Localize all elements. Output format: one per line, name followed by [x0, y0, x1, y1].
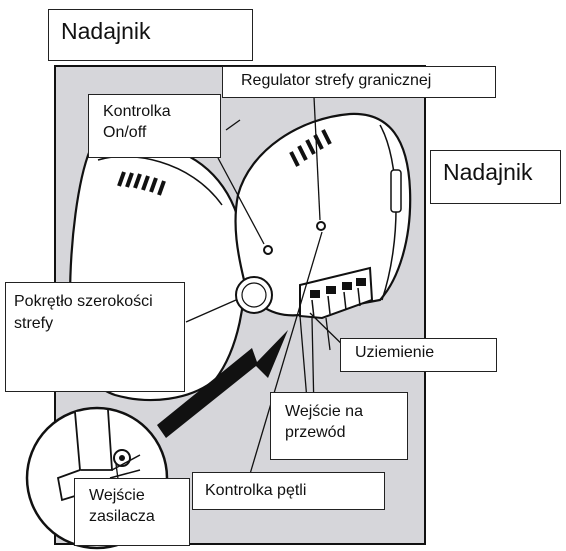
side-mount-strip: [391, 170, 401, 212]
label-pokretlo: Pokrętło szerokości strefy: [5, 282, 185, 392]
label-wejscie-zasilacza: Wejście zasilacza: [74, 478, 190, 546]
label-wejscie-przewod: Wejście na przewód: [270, 392, 408, 460]
zone-width-knob: [236, 277, 272, 313]
label-uziemienie: Uziemienie: [340, 338, 497, 372]
label-kontrolka-petli: Kontrolka pętli: [192, 472, 385, 510]
loop-led: [317, 222, 325, 230]
label-regulator: Regulator strefy granicznej: [222, 66, 496, 98]
label-nadajnik-right: Nadajnik: [430, 150, 561, 204]
onoff-led: [264, 246, 272, 254]
label-nadajnik-top: Nadajnik: [48, 9, 253, 61]
label-kontrolka-onoff: Kontrolka On/off: [88, 94, 221, 158]
